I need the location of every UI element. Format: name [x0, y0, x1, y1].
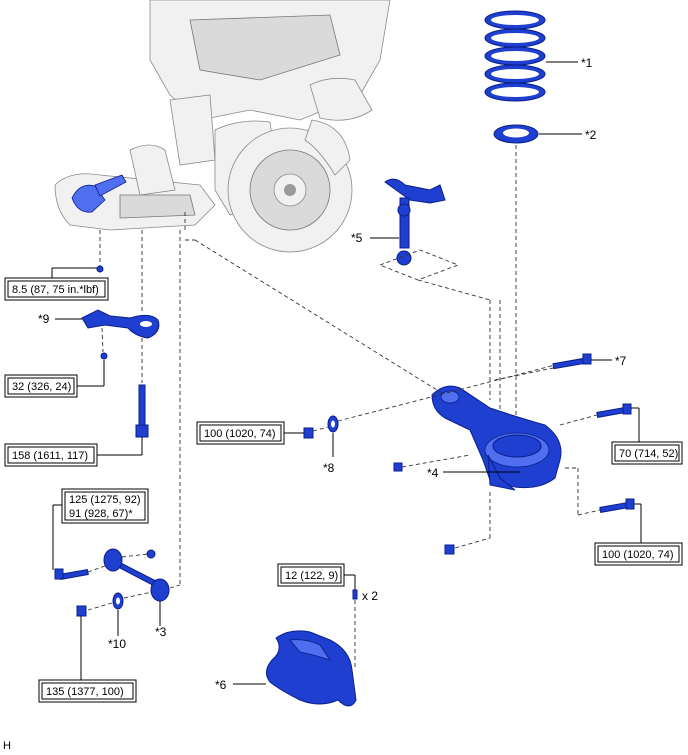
stabilizer-link-mount-dashed-outline — [378, 249, 460, 281]
torque-spec-70: 70 (714, 52) — [611, 441, 683, 465]
cam-washer-part — [327, 415, 339, 433]
torque-spec-100-right: 100 (1020, 74) — [594, 542, 683, 566]
svg-text:125 (1275, 92): 125 (1275, 92) — [69, 494, 141, 506]
lateral-link-nut — [76, 605, 87, 617]
arm-bolt-upper — [552, 353, 592, 370]
lateral-link-bolt — [54, 568, 89, 580]
torque-spec-125: 125 (1275, 92) 91 (928, 67)* — [61, 488, 149, 524]
part-label-insulator: *2 — [585, 128, 597, 142]
part-label-lateral-link: *3 — [155, 625, 167, 639]
torque-spec-158: 158 (1611, 117) — [4, 443, 98, 467]
svg-text:70 (714, 52): 70 (714, 52) — [619, 448, 678, 460]
bracket-part — [81, 309, 160, 339]
svg-text:158 (1611, 117): 158 (1611, 117) — [12, 450, 88, 462]
part-label-cam-washer: *8 — [323, 461, 335, 475]
torque-spec-12: 12 (122, 9) — [277, 563, 345, 587]
upper-bolt-small — [96, 265, 104, 273]
svg-text:91 (928, 67)*: 91 (928, 67)* — [69, 508, 133, 520]
torque-spec-100-left: 100 (1020, 74) — [196, 421, 285, 445]
stabilizer-link-part — [384, 178, 446, 266]
part-label-bracket: *9 — [38, 312, 50, 326]
part-label-stabilizer-link: *5 — [351, 231, 363, 245]
svg-text:8.5 (87, 75 in.*lbf): 8.5 (87, 75 in.*lbf) — [12, 284, 99, 296]
washer-part — [112, 592, 124, 610]
torque-spec-8-5: 8.5 (87, 75 in.*lbf) — [4, 277, 109, 301]
svg-text:32 (326, 24): 32 (326, 24) — [12, 381, 71, 393]
arm-bolt-lower — [599, 498, 635, 513]
illustration-code: H — [3, 740, 11, 752]
coil-spring-part — [484, 10, 546, 102]
cam-nut — [303, 427, 314, 439]
arm-bolt-middle — [596, 403, 632, 418]
bracket-bolt — [100, 352, 108, 360]
arm-nut-lower — [444, 544, 455, 555]
lateral-link-part — [103, 548, 170, 602]
body-bracket-highlight — [71, 174, 127, 213]
svg-text:100 (1020, 74): 100 (1020, 74) — [204, 428, 276, 440]
spring-insulator-part — [493, 124, 539, 144]
long-bolt — [135, 384, 149, 438]
part-label-arm-bolt: *7 — [615, 354, 627, 368]
lower-arm-part — [431, 385, 562, 491]
part-label-spring: *1 — [581, 56, 593, 70]
cover-screw — [352, 589, 358, 600]
brake-disc-rotor-illustration — [227, 119, 353, 253]
arm-nut-small — [393, 462, 403, 472]
svg-text:135 (1377, 100): 135 (1377, 100) — [46, 686, 124, 698]
part-label-cover: *6 — [215, 678, 227, 692]
torque-spec-32: 32 (326, 24) — [4, 374, 78, 398]
brake-dust-cover-part — [266, 630, 357, 707]
torque-spec-135: 135 (1377, 100) — [38, 679, 137, 703]
part-label-lower-arm: *4 — [427, 466, 439, 480]
part-label-washer: *10 — [108, 637, 126, 651]
svg-text:100 (1020, 74): 100 (1020, 74) — [602, 549, 674, 561]
svg-text:12 (122, 9): 12 (122, 9) — [285, 570, 338, 582]
quantity-note: x 2 — [362, 589, 378, 603]
